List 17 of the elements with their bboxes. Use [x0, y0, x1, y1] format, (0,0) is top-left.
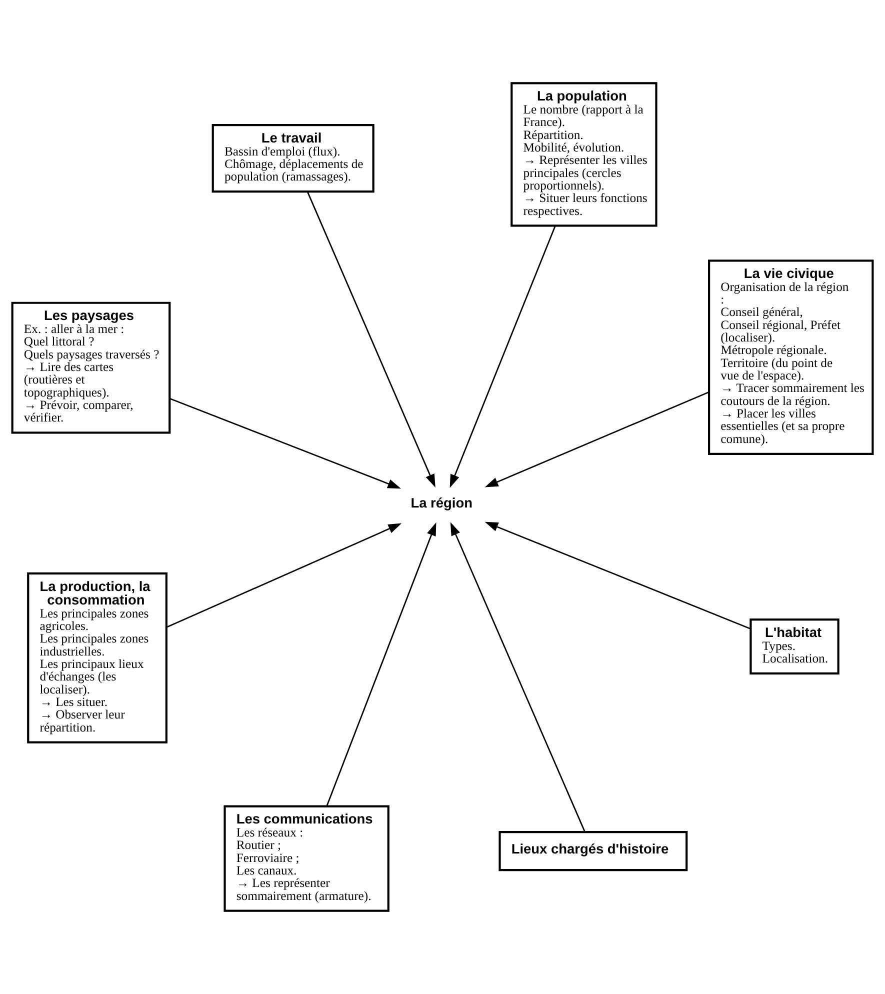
arrow [484, 522, 751, 630]
node-text: La région [410, 496, 472, 511]
node-box: La population Le nombre (rapport à la France). Répartition. Mobilité, évolution. → Représenter les villes principales (cercles proportionnels). → Situer leurs fonctions respectives. [510, 82, 658, 227]
node-box: La vie civique Organisation de la région : Conseil général, Conseil régional, Préfet (localiser). Métropole régionale. Territoire (du point de vue de l'espace). → Tracer sommairement les coutours de la région. → Placer les villes essentielles (et sa propre comune). [708, 260, 874, 455]
arrow [306, 192, 436, 488]
node-box: L'habitat Types. Localisation. [750, 618, 840, 674]
node-box: Lieux chargés d'histoire [498, 830, 688, 872]
node-box: Les communications Les réseaux : Routier ; Ferroviaire ; Les canaux. → Les représenter sommairement (armature). [224, 805, 390, 912]
arrow [166, 523, 402, 628]
arrow [450, 522, 586, 832]
node-box: Le travail Bassin d'emploi (flux). Chômage, déplacements de population (ramassages). [212, 124, 374, 193]
node-box: La production, la consommation Les principales zones agricoles. Les principales zones industrielles. Les principaux lieux d'échanges (les localiser). → Les situer. → Observer leur répartition. [27, 572, 168, 744]
arrow [450, 226, 556, 488]
arrow [170, 398, 401, 489]
arrow [484, 392, 710, 488]
node-box: Les paysages Ex. : aller à la mer : Quel littoral ? Quels paysages traversés ? → Lire des cartes (routières et topographiques). → Prévoir, comparer, vérifier. [11, 302, 171, 434]
arrow [326, 522, 436, 806]
